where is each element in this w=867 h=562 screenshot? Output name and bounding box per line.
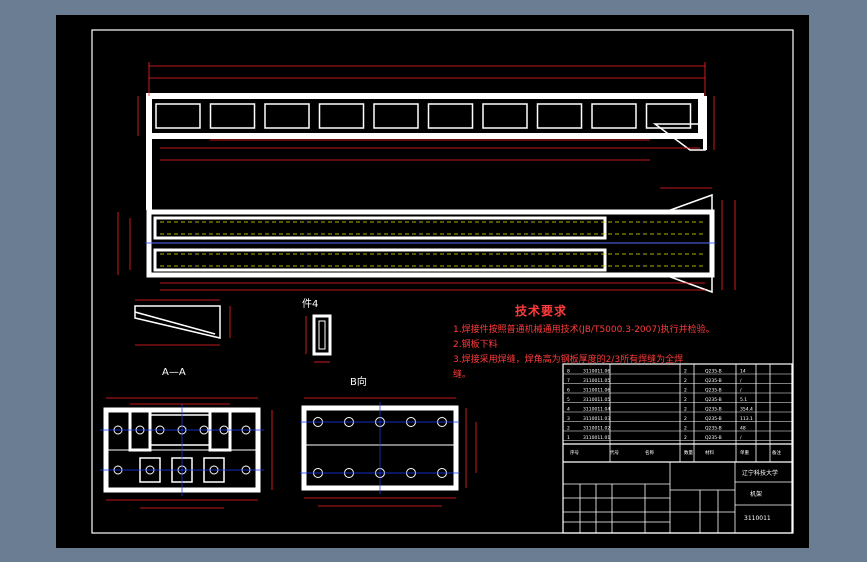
bom-row-material: Q235-B [705, 397, 722, 403]
bom-row-material: Q235-B [705, 388, 722, 394]
front-view [146, 93, 707, 210]
bom-row-code: 3110011.02 [583, 426, 610, 432]
beam-opening [536, 103, 583, 129]
requirement-1: 1.焊接件按照普通机械通用技术(JB/T5000.3-2007)执行并检验。 [453, 325, 715, 335]
bom-row-index: 5 [567, 397, 570, 403]
bom-row-qty: 2 [684, 426, 687, 432]
bom-row-qty: 2 [684, 378, 687, 384]
section-aa-label: A—A [162, 367, 186, 378]
bom-row-qty: 2 [684, 407, 687, 413]
beam-opening [482, 103, 528, 129]
bom-row-weight: 113.1 [740, 416, 753, 422]
bom-row-code: 3110011.03 [583, 416, 610, 422]
plan-view [146, 193, 715, 294]
beam-opening [155, 103, 201, 129]
bom-row-qty: 2 [684, 397, 687, 403]
bom-row-qty: 2 [684, 369, 687, 375]
view-b-label: B向 [350, 375, 367, 388]
front-dimensions [137, 62, 715, 161]
requirement-2: 2.钢板下料 [453, 340, 498, 350]
bom-row-weight: / [740, 435, 742, 441]
bom-header-cell: 单重 [740, 449, 749, 456]
beam-opening [373, 103, 419, 129]
bom-row-material: Q235-B [705, 378, 722, 384]
bom-header: 序号 代号 名称 数量 材料 单重 备注 [570, 449, 781, 456]
bom-row-weight: / [740, 388, 742, 394]
bom-row-index: 3 [567, 416, 570, 422]
bom-row-material: Q235-B [705, 407, 722, 413]
beam-opening [645, 103, 692, 129]
bom-row-code: 3110011.06 [583, 388, 610, 394]
bom-row-weight: 14 [740, 369, 746, 375]
bom-row-weight: 48 [740, 426, 746, 432]
bom-row-material: Q235-B [705, 416, 722, 422]
bom-header-cell: 备注 [772, 449, 781, 456]
beam-opening [427, 103, 474, 129]
beam-opening [264, 103, 310, 129]
bom-row-qty: 2 [684, 416, 687, 422]
bom-header-cell: 名称 [645, 449, 654, 456]
section-aa-centerlines [100, 404, 264, 496]
bom-row-qty: 2 [684, 435, 687, 441]
section-aa-dimensions [106, 397, 273, 509]
bom-row-material: Q235-B [705, 435, 722, 441]
bom-header-cell: 数量 [684, 449, 693, 456]
drawing-number: 3110011 [744, 515, 771, 522]
bom-header-cell: 材料 [705, 449, 714, 456]
bom-row-weight: / [740, 378, 742, 384]
company-name: 辽宁科技大学 [742, 469, 778, 477]
bom-row-weight: 5.1 [740, 397, 747, 403]
bom-row-material: Q235-B [705, 369, 722, 375]
bom-row-index: 4 [567, 407, 570, 413]
view-b-centerlines [300, 402, 460, 494]
bom-row-code: 3110011.06 [583, 369, 610, 375]
bom-row-material: Q235-B [705, 426, 722, 432]
bom-row-index: 1 [567, 435, 570, 441]
part4-detail [312, 314, 332, 356]
bom-row-code: 3110011.01 [583, 435, 610, 441]
bom-row-index: 2 [567, 426, 570, 432]
bom-header-cell: 序号 [570, 449, 579, 456]
title-block-lines [562, 363, 793, 534]
bom-row-index: 8 [567, 369, 570, 375]
technical-requirements-title: 技术要求 [515, 304, 568, 318]
part4-dimensions [305, 316, 330, 363]
bracket-dimensions [135, 299, 231, 346]
bom-header-cell: 代号 [610, 449, 619, 456]
bom-row-index: 6 [567, 388, 570, 394]
bom-row-qty: 2 [684, 388, 687, 394]
title-block-text: 辽宁科技大学 机架 3110011 [742, 469, 778, 522]
bom-row-weight: 354.4 [740, 407, 753, 413]
requirement-3: 3.焊接采用焊缝，焊角高为钢板厚度的2/3所有焊缝为全焊 [453, 355, 684, 365]
beam-opening [209, 103, 256, 129]
part-name: 机架 [750, 490, 762, 498]
plan-dimensions [117, 187, 736, 291]
beam-opening [591, 103, 637, 129]
beam-opening [318, 103, 365, 129]
bom-row-code: 3110011.05 [583, 378, 610, 384]
bom-row-code: 3110011.05 [583, 397, 610, 403]
sheet-border [91, 29, 794, 534]
part4-label: 件4 [302, 298, 318, 310]
bom-row-index: 7 [567, 378, 570, 384]
bracket-detail [134, 305, 221, 339]
technical-requirements: 技术要求 1.焊接件按照普通机械通用技术(JB/T5000.3-2007)执行并… [453, 304, 715, 383]
requirement-3-cont: 缝。 [453, 370, 472, 380]
bom-row-code: 3110011.04 [583, 407, 610, 413]
view-b-dimensions [304, 397, 477, 507]
